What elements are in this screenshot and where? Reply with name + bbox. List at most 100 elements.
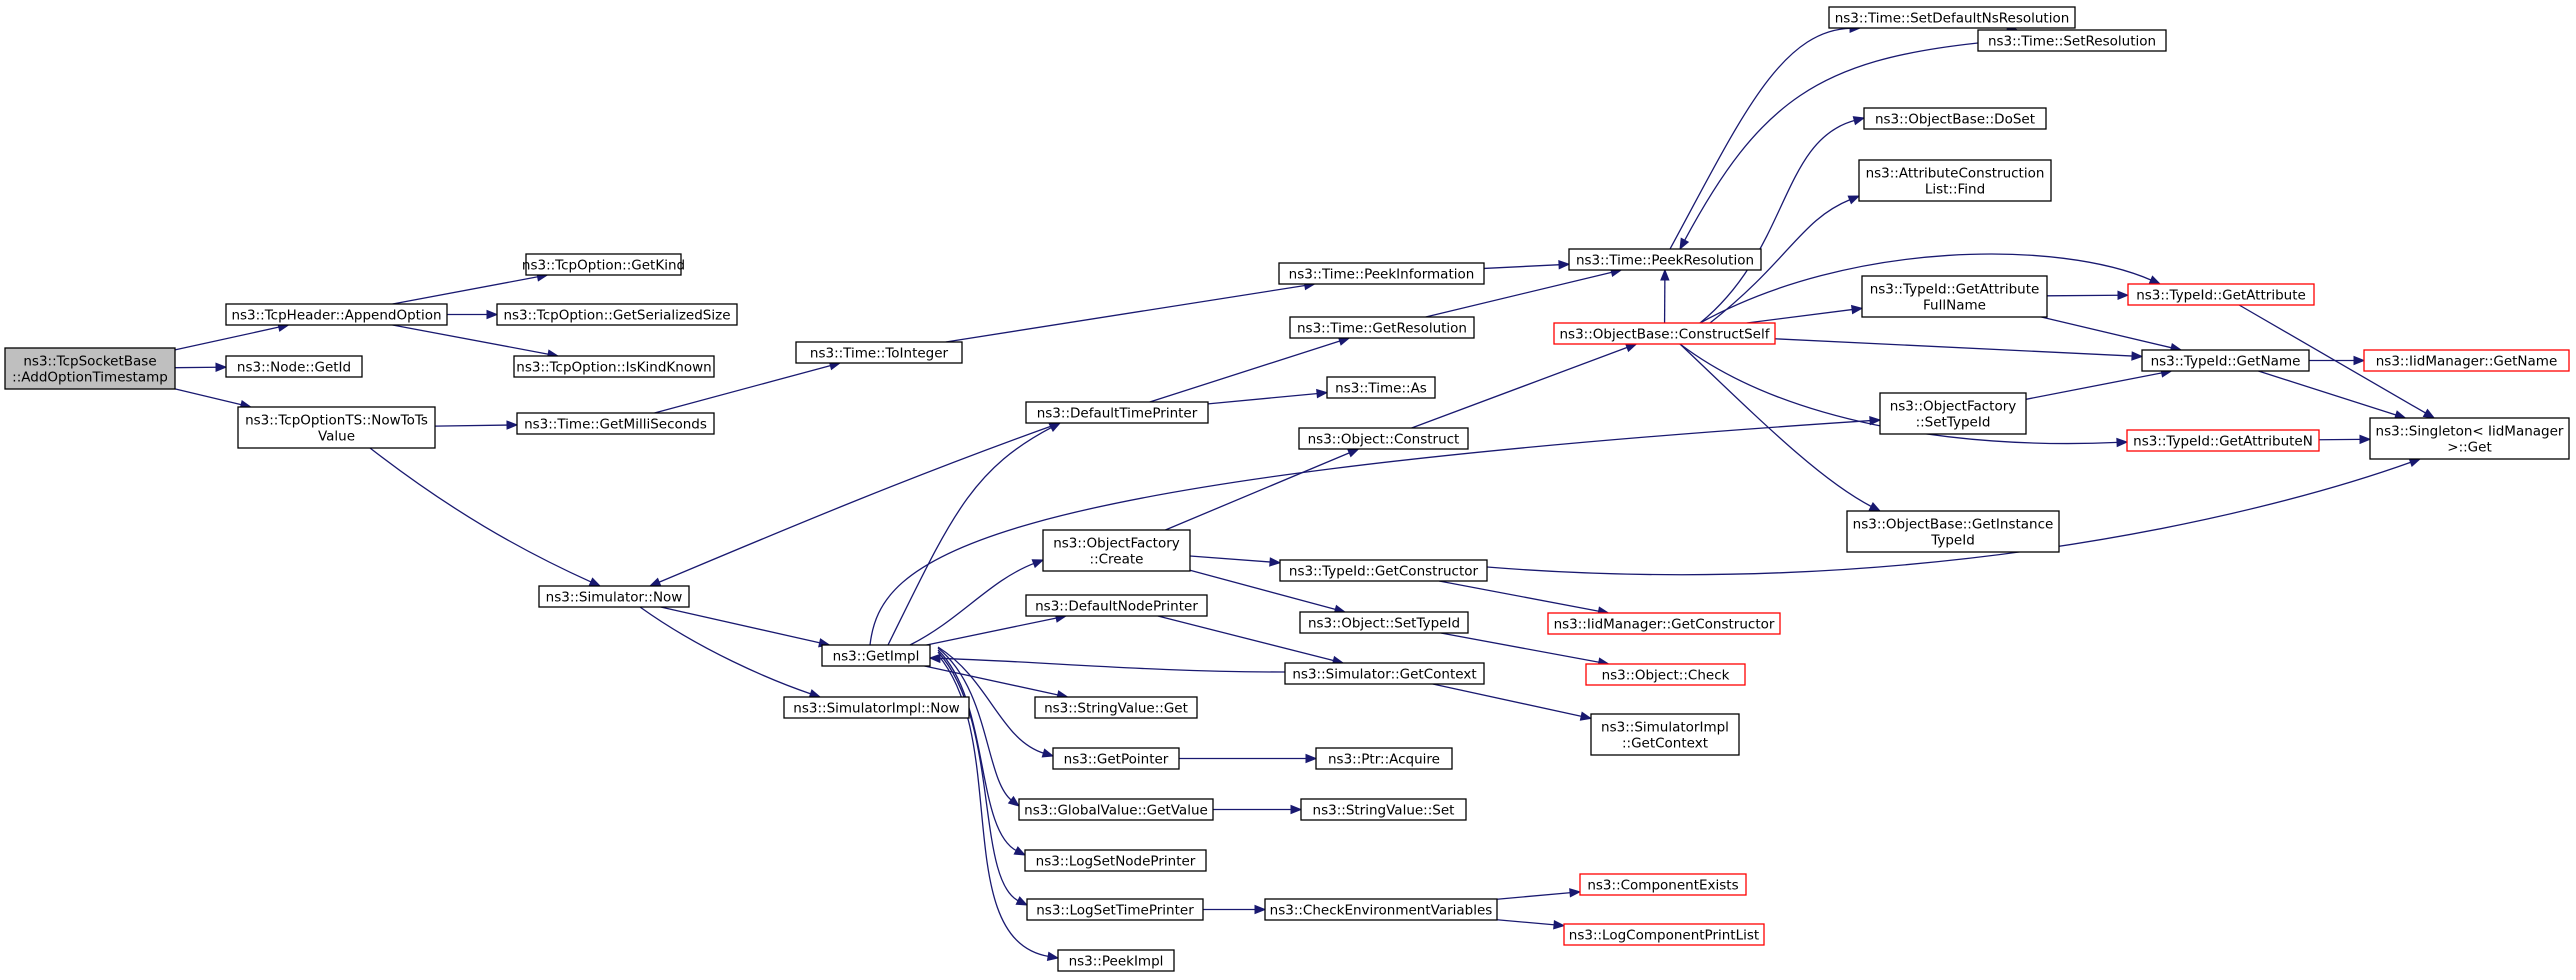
node-logsettimeprinter[interactable]: ns3::LogSetTimePrinter	[1026, 898, 1204, 921]
node-peekinformation[interactable]: ns3::Time::PeekInformation	[1278, 262, 1485, 285]
node-box[interactable]	[1278, 262, 1485, 285]
node-box[interactable]	[1042, 529, 1191, 572]
node-simimplgetcontext[interactable]: ns3::SimulatorImpl::GetContext	[1590, 713, 1740, 756]
node-getserializedsize[interactable]: ns3::TcpOption::GetSerializedSize	[496, 303, 738, 326]
node-box[interactable]	[821, 644, 931, 667]
node-box[interactable]	[1828, 6, 2076, 29]
node-box[interactable]	[1977, 29, 2167, 52]
node-objsettypeid[interactable]: ns3::Object::SetTypeId	[1299, 611, 1469, 634]
node-box[interactable]	[1264, 898, 1498, 921]
node-box[interactable]	[1057, 949, 1175, 972]
node-box[interactable]	[1034, 696, 1198, 719]
node-box[interactable]	[1326, 376, 1436, 399]
node-box[interactable]	[1299, 611, 1469, 634]
node-box[interactable]	[1547, 612, 1781, 635]
node-getid[interactable]: ns3::Node::GetId	[225, 355, 363, 378]
node-box[interactable]	[2141, 349, 2310, 372]
node-offsettypeid[interactable]: ns3::ObjectFactory::SetTypeId	[1879, 392, 2027, 435]
node-box[interactable]	[1024, 849, 1207, 872]
node-box[interactable]	[1300, 798, 1467, 821]
node-box[interactable]	[1846, 510, 2060, 553]
node-setresolution[interactable]: ns3::Time::SetResolution	[1977, 29, 2167, 52]
node-box[interactable]	[1279, 559, 1488, 582]
node-logcomponentprintlist[interactable]: ns3::LogComponentPrintList	[1563, 923, 1765, 946]
node-box[interactable]	[1025, 594, 1208, 617]
node-getmilliseconds[interactable]: ns3::Time::GetMilliSeconds	[516, 412, 715, 435]
node-box[interactable]	[1298, 427, 1469, 450]
node-peekimpl[interactable]: ns3::PeekImpl	[1057, 949, 1175, 972]
node-box[interactable]	[783, 696, 970, 719]
node-box[interactable]	[496, 303, 738, 326]
node-componentexists[interactable]: ns3::ComponentExists	[1579, 873, 1747, 896]
node-getresolution[interactable]: ns3::Time::GetResolution	[1289, 316, 1475, 339]
node-defaultnodeprinter[interactable]: ns3::DefaultNodePrinter	[1025, 594, 1208, 617]
node-box[interactable]	[1563, 923, 1765, 946]
node-simimplnow[interactable]: ns3::SimulatorImpl::Now	[783, 696, 970, 719]
node-box[interactable]	[237, 406, 436, 449]
node-setdefaultnsres[interactable]: ns3::Time::SetDefaultNsResolution	[1828, 6, 2076, 29]
node-box[interactable]	[525, 253, 682, 276]
node-iidgetname[interactable]: ns3::IidManager::GetName	[2363, 349, 2570, 372]
node-box[interactable]	[1026, 898, 1204, 921]
node-gvgetvalue[interactable]: ns3::GlobalValue::GetValue	[1018, 798, 1214, 821]
node-box[interactable]	[1863, 107, 2047, 130]
node-box[interactable]	[538, 585, 690, 608]
node-objcheck[interactable]: ns3::Object::Check	[1585, 663, 1746, 686]
node-stringvalueget[interactable]: ns3::StringValue::Get	[1034, 696, 1198, 719]
node-box[interactable]	[2363, 349, 2570, 372]
node-box[interactable]	[516, 412, 715, 435]
node-box[interactable]	[225, 303, 448, 326]
node-box[interactable]	[1284, 662, 1485, 685]
node-box[interactable]	[795, 341, 963, 364]
node-box[interactable]	[1585, 663, 1746, 686]
node-tidgetname[interactable]: ns3::TypeId::GetName	[2141, 349, 2310, 372]
node-box[interactable]	[1553, 322, 1776, 345]
node-tointeger[interactable]: ns3::Time::ToInteger	[795, 341, 963, 364]
node-box[interactable]	[1879, 392, 2027, 435]
node-box[interactable]	[1858, 159, 2052, 202]
node-box[interactable]	[1018, 798, 1214, 821]
node-box[interactable]	[2369, 417, 2570, 460]
node-box[interactable]	[2126, 429, 2320, 452]
node-box[interactable]	[2127, 283, 2315, 306]
node-tidgetattribute[interactable]: ns3::TypeId::GetAttribute	[2127, 283, 2315, 306]
node-box[interactable]	[1568, 248, 1762, 271]
node-timeas[interactable]: ns3::Time::As	[1326, 376, 1436, 399]
node-tidgetattributen[interactable]: ns3::TypeId::GetAttributeN	[2126, 429, 2320, 452]
node-offcreate[interactable]: ns3::ObjectFactory::Create	[1042, 529, 1191, 572]
node-appendoption[interactable]: ns3::TcpHeader::AppendOption	[225, 303, 448, 326]
node-getkind[interactable]: ns3::TcpOption::GetKind	[522, 253, 685, 276]
node-logsetnodeprinter[interactable]: ns3::LogSetNodePrinter	[1024, 849, 1207, 872]
node-box[interactable]	[4, 347, 176, 390]
node-box[interactable]	[1861, 275, 2048, 318]
node-iskindknown[interactable]: ns3::TcpOption::IsKindKnown	[513, 355, 715, 378]
node-box[interactable]	[1025, 401, 1209, 424]
node-box[interactable]	[1315, 747, 1453, 770]
node-checkenv[interactable]: ns3::CheckEnvironmentVariables	[1264, 898, 1498, 921]
node-singletonget[interactable]: ns3::Singleton< IidManager>::Get	[2369, 417, 2570, 460]
node-box[interactable]	[225, 355, 363, 378]
node-ptracquire[interactable]: ns3::Ptr::Acquire	[1315, 747, 1453, 770]
node-getpointer[interactable]: ns3::GetPointer	[1052, 747, 1180, 770]
node-root[interactable]: ns3::TcpSocketBase::AddOptionTimestamp	[4, 347, 176, 390]
node-defaulttimeprinter[interactable]: ns3::DefaultTimePrinter	[1025, 401, 1209, 424]
node-getimpl[interactable]: ns3::GetImpl	[821, 644, 931, 667]
node-box[interactable]	[1590, 713, 1740, 756]
node-box[interactable]	[513, 355, 715, 378]
node-simgetcontext[interactable]: ns3::Simulator::GetContext	[1284, 662, 1485, 685]
node-box[interactable]	[1579, 873, 1747, 896]
node-constructself[interactable]: ns3::ObjectBase::ConstructSelf	[1553, 322, 1776, 345]
node-box[interactable]	[1052, 747, 1180, 770]
node-peekresolution[interactable]: ns3::Time::PeekResolution	[1568, 248, 1762, 271]
node-box[interactable]	[1289, 316, 1475, 339]
node-stringvalueset[interactable]: ns3::StringValue::Set	[1300, 798, 1467, 821]
node-tidgetconstructor[interactable]: ns3::TypeId::GetConstructor	[1279, 559, 1488, 582]
node-objconstruct[interactable]: ns3::Object::Construct	[1298, 427, 1469, 450]
node-doset[interactable]: ns3::ObjectBase::DoSet	[1863, 107, 2047, 130]
node-iidgetconstructor[interactable]: ns3::IidManager::GetConstructor	[1547, 612, 1781, 635]
node-simnow[interactable]: ns3::Simulator::Now	[538, 585, 690, 608]
